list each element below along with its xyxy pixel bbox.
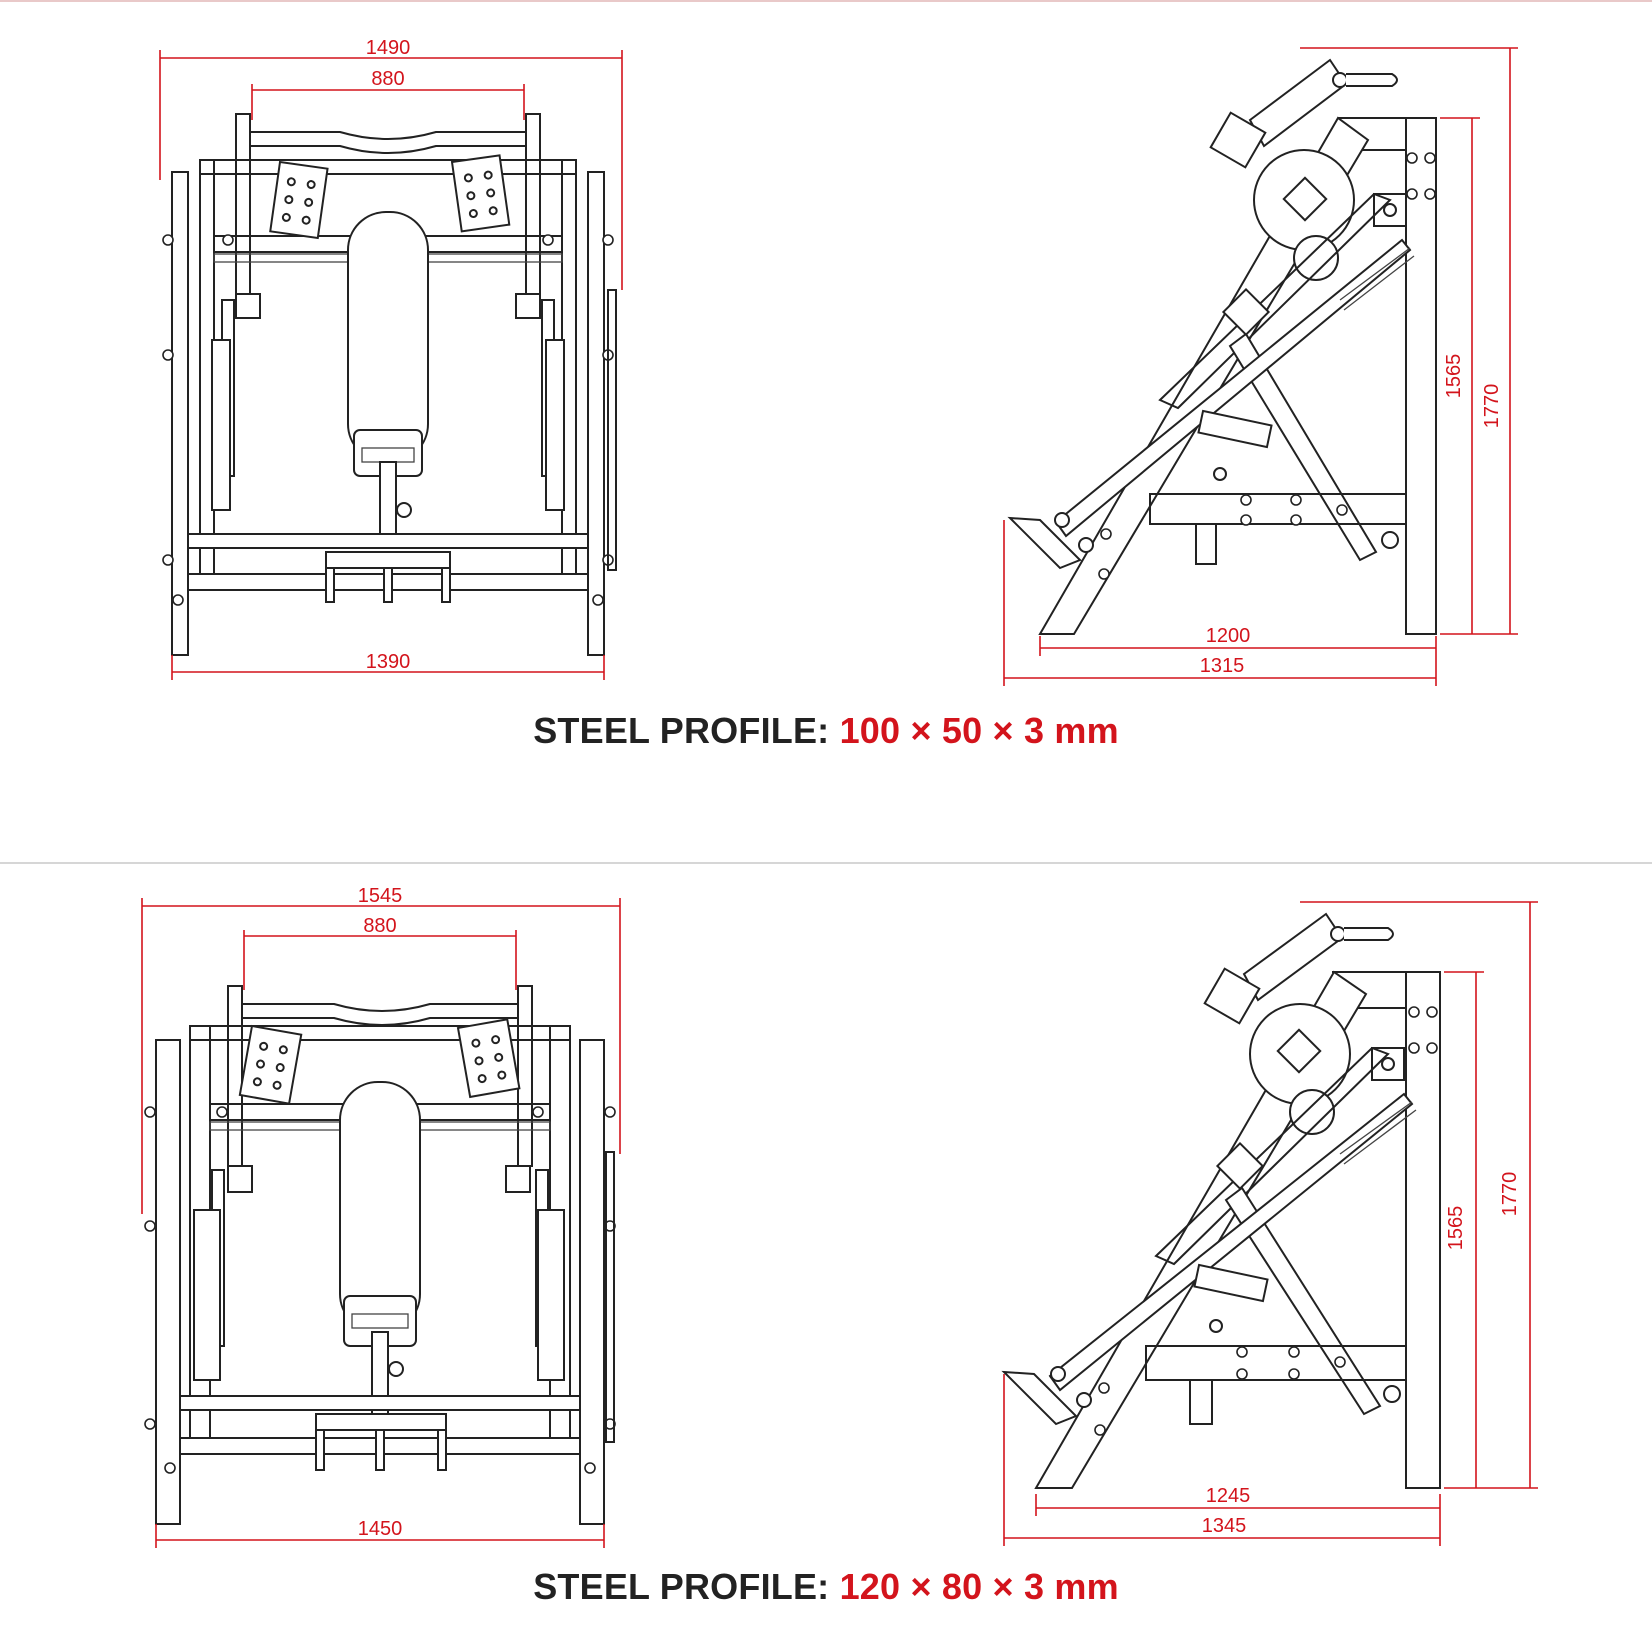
steel-profile-label: STEEL PROFILE: bbox=[533, 1566, 830, 1607]
variant-panel-1: 1490 880 1390 bbox=[0, 37, 1652, 752]
steel-profile-label: STEEL PROFILE: bbox=[533, 710, 830, 751]
front-base-width-label: 1450 bbox=[358, 1518, 403, 1540]
top-border-line bbox=[0, 0, 1652, 2]
steel-profile-caption: STEEL PROFILE: 100 × 50 × 3 mm bbox=[0, 710, 1652, 752]
side-view-drawing bbox=[1007, 58, 1437, 635]
front-dimension-lines bbox=[159, 50, 623, 680]
steel-profile-value: 100 × 50 × 3 mm bbox=[839, 710, 1119, 751]
side-inner-height-label: 1565 bbox=[1445, 1206, 1467, 1251]
section-divider bbox=[0, 862, 1652, 864]
side-dimension-lines bbox=[1003, 47, 1518, 686]
front-handle-span-label: 880 bbox=[363, 915, 396, 937]
front-dimension-lines bbox=[141, 898, 621, 1548]
side-inner-length-label: 1245 bbox=[1206, 1485, 1251, 1507]
side-overall-length-label: 1345 bbox=[1202, 1515, 1247, 1537]
side-overall-height-label: 1770 bbox=[1481, 384, 1503, 429]
front-overall-width-label: 1490 bbox=[366, 37, 411, 59]
front-base-width-label: 1390 bbox=[366, 651, 411, 673]
side-overall-height-label: 1770 bbox=[1499, 1172, 1521, 1217]
front-overall-width-label: 1545 bbox=[358, 885, 403, 907]
side-inner-length-label: 1200 bbox=[1206, 625, 1251, 647]
variant-panel-2: 1545 880 1450 bbox=[0, 864, 1652, 1652]
drawing-variant-1: 1490 880 1390 bbox=[159, 37, 1518, 686]
front-view-drawing bbox=[162, 113, 617, 656]
side-overall-length-label: 1315 bbox=[1200, 655, 1245, 677]
steel-profile-caption: STEEL PROFILE: 120 × 80 × 3 mm bbox=[0, 1566, 1652, 1608]
side-view-drawing bbox=[1001, 912, 1441, 1489]
side-inner-height-label: 1565 bbox=[1443, 354, 1465, 399]
steel-profile-value: 120 × 80 × 3 mm bbox=[839, 1566, 1119, 1607]
side-dimension-lines bbox=[1003, 901, 1538, 1546]
front-view-drawing bbox=[144, 985, 616, 1525]
drawing-variant-2: 1545 880 1450 bbox=[141, 885, 1538, 1548]
front-handle-span-label: 880 bbox=[371, 68, 404, 90]
